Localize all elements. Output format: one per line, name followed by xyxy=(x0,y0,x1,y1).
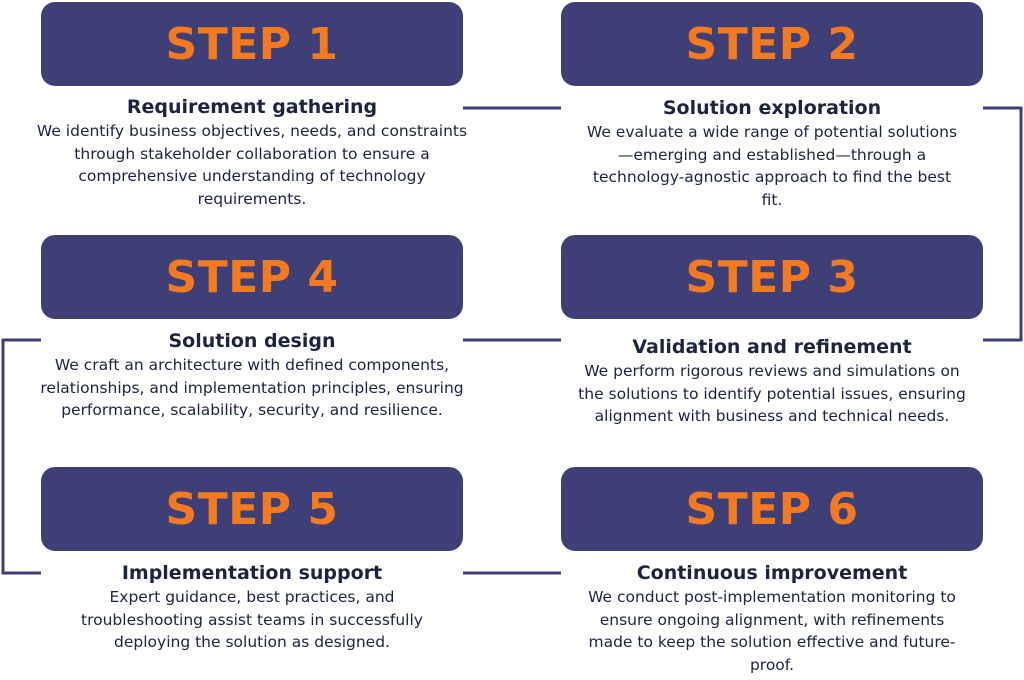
step-6-content: Continuous improvement We conduct post-i… xyxy=(552,561,992,676)
step-5-description: Expert guidance, best practices, and tro… xyxy=(81,588,423,651)
step-6-label: STEP 6 xyxy=(685,483,859,535)
step-6-box: STEP 6 xyxy=(561,467,983,551)
step-5-title: Implementation support xyxy=(121,562,383,584)
step-6-description: We conduct post-implementation monitorin… xyxy=(588,588,956,674)
step-2-content: Solution exploration We evaluate a wide … xyxy=(552,96,992,211)
step-1-box: STEP 1 xyxy=(41,2,463,86)
step-2-title: Solution exploration xyxy=(662,97,882,119)
step-2-label: STEP 2 xyxy=(685,18,859,70)
step-4-description: We craft an architecture with defined co… xyxy=(40,356,464,419)
step-3-title: Validation and refinement xyxy=(632,336,912,358)
step-1-content: Requirement gathering We identify busine… xyxy=(32,95,472,210)
step-5-box: STEP 5 xyxy=(41,467,463,551)
step-3-content: Validation and refinement We perform rig… xyxy=(552,335,992,428)
step-4-box: STEP 4 xyxy=(41,235,463,319)
step-2-box: STEP 2 xyxy=(561,2,983,86)
step-1-label: STEP 1 xyxy=(165,18,339,70)
step-5-label: STEP 5 xyxy=(165,483,339,535)
step-2-description: We evaluate a wide range of potential so… xyxy=(586,123,958,209)
step-3-label: STEP 3 xyxy=(685,251,859,303)
step-4-title: Solution design xyxy=(168,330,336,352)
step-4-content: Solution design We craft an architecture… xyxy=(32,329,472,422)
step-1-title: Requirement gathering xyxy=(126,96,378,118)
step-1-description: We identify business objectives, needs, … xyxy=(36,122,468,208)
step-6-title: Continuous improvement xyxy=(636,562,908,584)
step-5-content: Implementation support Expert guidance, … xyxy=(32,561,472,654)
step-4-label: STEP 4 xyxy=(165,251,339,303)
step-3-box: STEP 3 xyxy=(561,235,983,319)
step-3-description: We perform rigorous reviews and simulati… xyxy=(578,362,966,425)
